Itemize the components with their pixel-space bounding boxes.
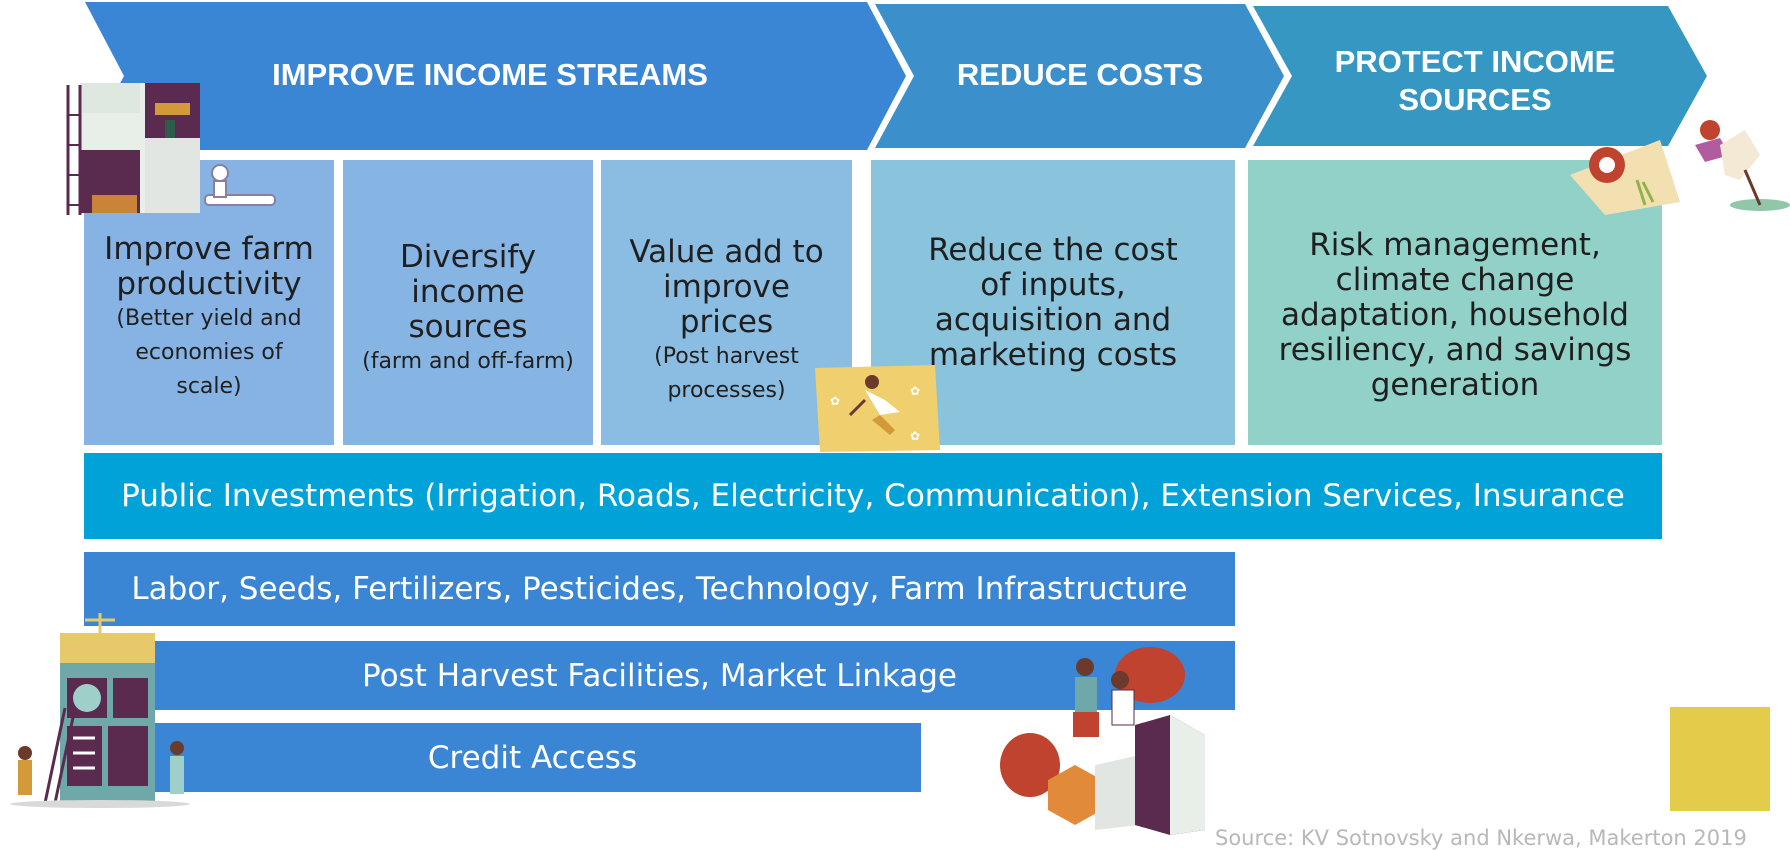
chevron-reduce-costs-shape (875, 4, 1284, 148)
card-main-text: Reduce the cost of inputs, acquisition a… (928, 232, 1178, 373)
yellow-square (1670, 707, 1770, 811)
card-diversify-income: Diversify income sources (farm and off-f… (343, 160, 593, 445)
card-improve-farm-productivity: Improve farm productivity (Better yield … (84, 160, 334, 445)
traders-illustration (1000, 647, 1205, 835)
credit-access-bar: Credit Access (84, 723, 921, 792)
post-harvest-bar: Post Harvest Facilities, Market Linkage (84, 641, 1235, 710)
card-main-text: Diversify income sources (399, 239, 537, 345)
card-value-add: Value add to improve prices (Post harves… (601, 160, 852, 445)
card-sub-text: (Post harvest processes) (654, 344, 799, 403)
source-note: Source: KV Sotnovsky and Nkerwa, Makerto… (1215, 826, 1747, 850)
card-main-text: Improve farm productivity (104, 231, 314, 302)
card-main-text: Risk management, climate change adaptati… (1278, 227, 1632, 403)
card-risk-management: Risk management, climate change adaptati… (1248, 160, 1662, 445)
protect-illustration (1570, 120, 1790, 215)
chevron-reduce-costs-label: REDUCE COSTS (956, 57, 1204, 92)
field-worker-illustration: ✿ ✿ ✿ (815, 365, 940, 452)
card-main-text: Value add to improve prices (629, 234, 824, 340)
chevron-banner (85, 2, 1707, 150)
svg-text:✿: ✿ (910, 384, 920, 398)
market-building-illustration (10, 613, 190, 808)
inputs-bar: Labor, Seeds, Fertilizers, Pesticides, T… (84, 552, 1235, 626)
chevron-improve-income-label: IMPROVE INCOME STREAMS (272, 57, 708, 92)
public-investments-bar: Public Investments (Irrigation, Roads, E… (84, 453, 1662, 539)
chevron-protect-income-label: PROTECT INCOME SOURCES (1334, 44, 1616, 117)
card-sub-text: (Better yield and economies of scale) (116, 306, 302, 399)
svg-text:✿: ✿ (830, 394, 840, 408)
building-illustration (66, 83, 276, 215)
chevron-protect-income-shape (1253, 6, 1707, 146)
svg-text:✿: ✿ (910, 429, 920, 443)
chevron-improve-income-shape (85, 2, 906, 150)
card-sub-text: (farm and off-farm) (362, 349, 574, 374)
